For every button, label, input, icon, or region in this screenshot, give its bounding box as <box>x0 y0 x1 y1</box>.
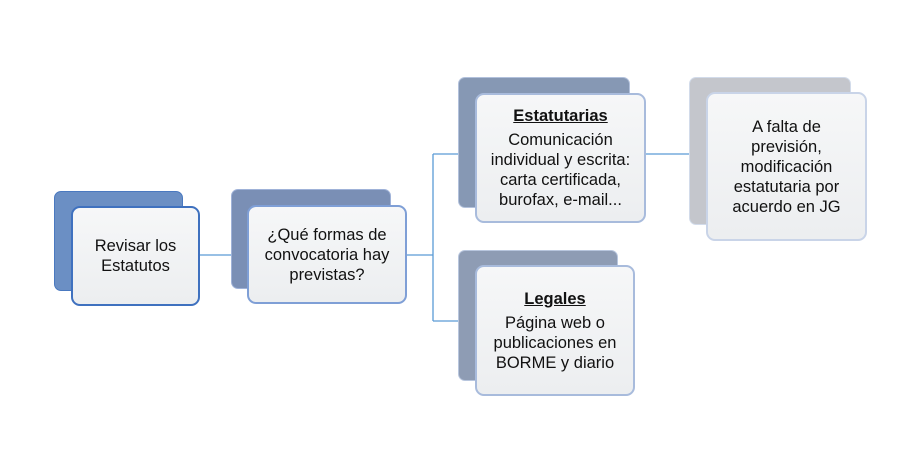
node-legales-title: Legales <box>524 289 586 308</box>
node-revisar-text: Revisar los Estatutos <box>94 237 177 275</box>
node-estatutarias-title: Estatutarias <box>513 107 608 125</box>
node-falta-text: A falta de previsión, modificación estat… <box>732 117 841 216</box>
node-legales-card: Legales Página web o publicaciones en BO… <box>475 265 635 396</box>
node-estatutarias-card: Estatutarias Comunicación individual y e… <box>475 93 646 223</box>
node-legales-text: Página web o publicaciones en BORME y di… <box>493 313 617 372</box>
node-falta-card: A falta de previsión, modificación estat… <box>706 92 867 241</box>
node-estatutarias-text: Comunicación individual y escrita: carta… <box>490 131 631 209</box>
node-formas-text: ¿Qué formas de convocatoria hay prevista… <box>264 225 390 284</box>
node-revisar-card: Revisar los Estatutos <box>71 206 200 306</box>
node-formas-card: ¿Qué formas de convocatoria hay prevista… <box>247 205 407 304</box>
